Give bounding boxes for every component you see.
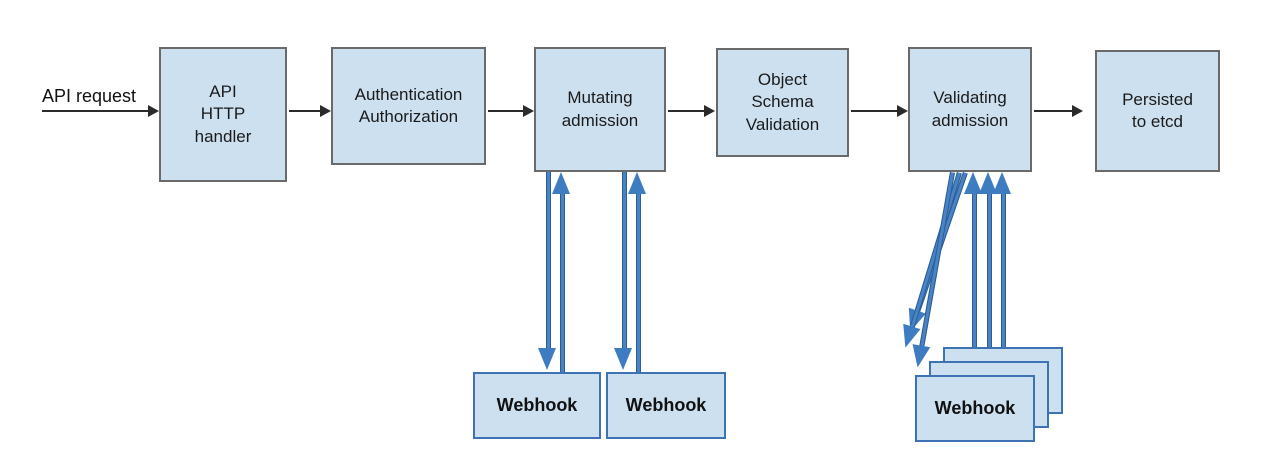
process-box-persisted-to-etcd: Persisted to etcd [1095,50,1220,172]
process-box-mutating-admission: Mutating admission [534,47,666,172]
connector-mutating-to-schema [668,110,706,112]
process-box-validating-admission: Validating admission [908,47,1032,172]
webhook-box-mutating-1: Webhook [473,372,601,439]
api-request-label: API request [42,86,137,106]
connector-handler-to-auth [289,110,322,112]
process-box-label: Validating admission [931,88,1009,130]
process-box-api-http-handler: API HTTP handler [159,47,287,182]
arrow-head [908,344,931,369]
process-box-label: Object Schema Validation [745,70,820,134]
webhook-box-mutating-2: Webhook [606,372,726,439]
process-box-authentication-authorization: Authentication Authorization [331,47,486,165]
arrow-mutating-to-webhook-1-shaft [546,172,551,350]
connector-auth-to-mutating [488,110,525,112]
process-box-label: Authentication Authorization [354,84,463,126]
connector-handler-to-auth-arrowhead [320,105,331,117]
arrow-webhook-1-to-validating-shaft [972,194,977,418]
webhook-box-validating-1: Webhook [915,375,1035,442]
process-box-label: Persisted to etcd [1122,89,1193,131]
arrow-webhook-2-to-mutating-head [628,172,646,194]
process-box-label: API HTTP handler [194,82,252,146]
connector-mutating-to-schema-arrowhead [704,105,715,117]
connector-schema-to-validating-arrowhead [897,105,908,117]
arrow-webhook-1-to-mutating-shaft [560,194,565,374]
process-box-object-schema-validation: Object Schema Validation [716,48,849,157]
api-request-line [42,110,150,112]
webhook-label: Webhook [496,395,578,415]
arrow-mutating-to-webhook-2-shaft [622,172,627,350]
arrow-mutating-to-webhook-2-head [614,348,632,370]
connector-auth-to-mutating-arrowhead [523,105,534,117]
arrow-shaft [919,172,955,349]
arrow-webhook-1-to-validating-head [964,172,982,194]
webhook-label: Webhook [934,398,1016,418]
arrow-webhook-3-to-validating-head [993,172,1011,194]
arrow-webhook-2-to-validating-shaft [987,194,992,404]
arrow-webhook-2-to-mutating-shaft [636,194,641,374]
webhook-label: Webhook [625,395,707,415]
api-request-arrowhead [148,105,159,117]
arrow-mutating-to-webhook-1-head [538,348,556,370]
arrow-webhook-1-to-mutating-head [552,172,570,194]
process-box-label: Mutating admission [561,88,639,130]
arrow-webhook-3-to-validating-shaft [1001,194,1006,390]
connector-validating-to-etcd-arrowhead [1072,105,1083,117]
arrow-webhook-2-to-validating-head [979,172,997,194]
connector-schema-to-validating [851,110,899,112]
connector-validating-to-etcd [1034,110,1074,112]
